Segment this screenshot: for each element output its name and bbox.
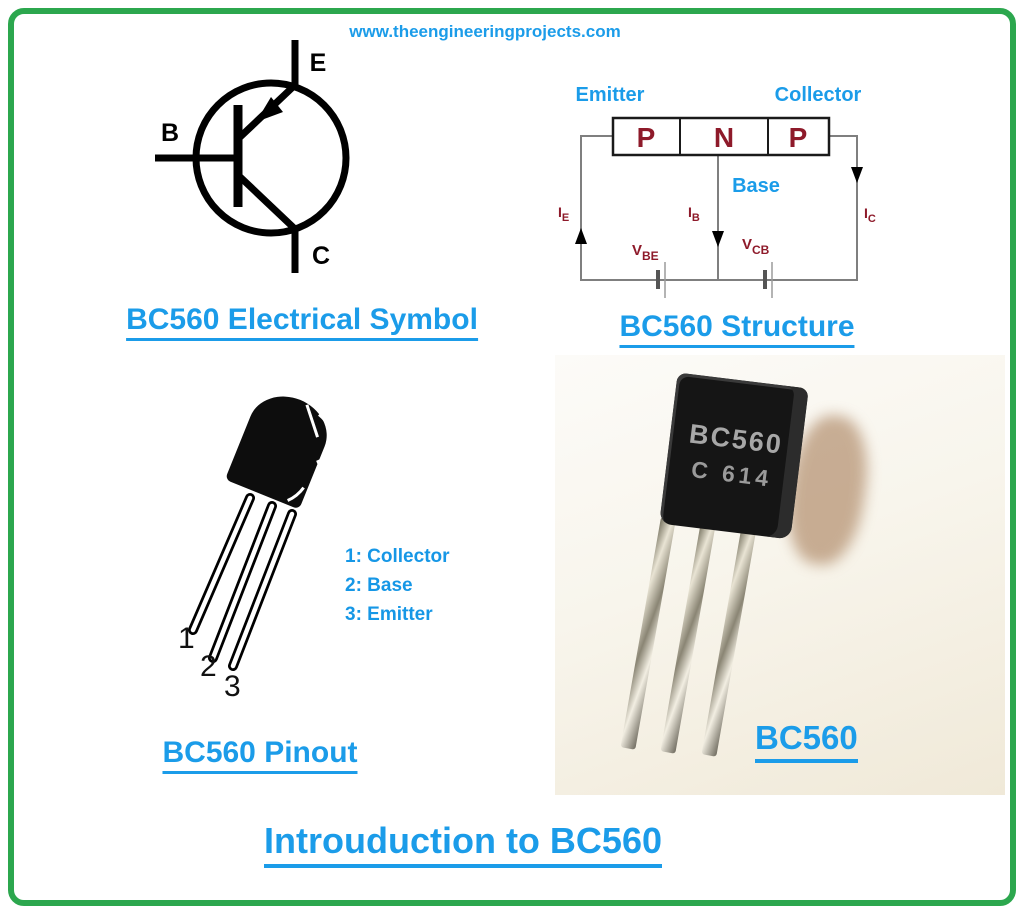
region-p2: P xyxy=(789,122,808,153)
bc560-structure-diagram: Emitter Collector P N P Base IE IB IC VB… xyxy=(558,84,876,298)
ic-arrow xyxy=(851,167,863,183)
symbol-base-label: B xyxy=(161,119,179,147)
photo-package-body: BC560 C 614 xyxy=(659,372,809,540)
package-marking-line1: BC560 xyxy=(687,418,785,460)
symbol-collector-label: C xyxy=(312,242,330,270)
voltage-vcb: VCB xyxy=(742,236,770,257)
symbol-emitter-label: E xyxy=(310,49,327,77)
pin-legend: 1: Collector 2: Base 3: Emitter xyxy=(345,542,450,629)
current-ib: IB xyxy=(688,204,700,224)
package-body xyxy=(226,396,336,508)
structure-emitter-label: Emitter xyxy=(576,84,645,106)
page-title: Introuduction to BC560 xyxy=(264,820,662,868)
pin-number-2: 2 xyxy=(200,650,217,683)
pin-number-3: 3 xyxy=(224,670,241,703)
current-ic: IC xyxy=(864,205,876,225)
to92-package-drawing: 1 2 3 xyxy=(178,396,336,703)
photo-leg-3 xyxy=(701,523,757,757)
pnp-arrow xyxy=(256,97,283,122)
pin-legend-collector: 1: Collector xyxy=(345,546,450,567)
package-marking-line2: C 614 xyxy=(689,456,774,492)
ie-arrow xyxy=(575,228,587,244)
region-p1: P xyxy=(637,122,656,153)
website-url: www.theengineeringprojects.com xyxy=(349,22,621,41)
ib-arrow xyxy=(712,231,724,247)
structure-collector-label: Collector xyxy=(775,84,862,106)
bc560-photo: BC560 C 614 BC560 xyxy=(555,355,1005,795)
pin-number-1: 1 xyxy=(178,622,195,655)
current-ie: IE xyxy=(558,204,569,224)
pin-legend-emitter: 3: Emitter xyxy=(345,604,433,625)
structure-caption: BC560 Structure xyxy=(619,310,855,348)
pinout-caption: BC560 Pinout xyxy=(162,736,358,774)
pin-legend-base: 2: Base xyxy=(345,575,413,596)
symbol-caption: BC560 Electrical Symbol xyxy=(126,303,478,341)
pnp-transistor-symbol: B E C xyxy=(155,40,350,273)
voltage-vbe: VBE xyxy=(632,242,659,263)
region-n: N xyxy=(714,122,734,153)
photo-caption: BC560 xyxy=(755,719,858,763)
structure-base-label: Base xyxy=(732,175,780,197)
